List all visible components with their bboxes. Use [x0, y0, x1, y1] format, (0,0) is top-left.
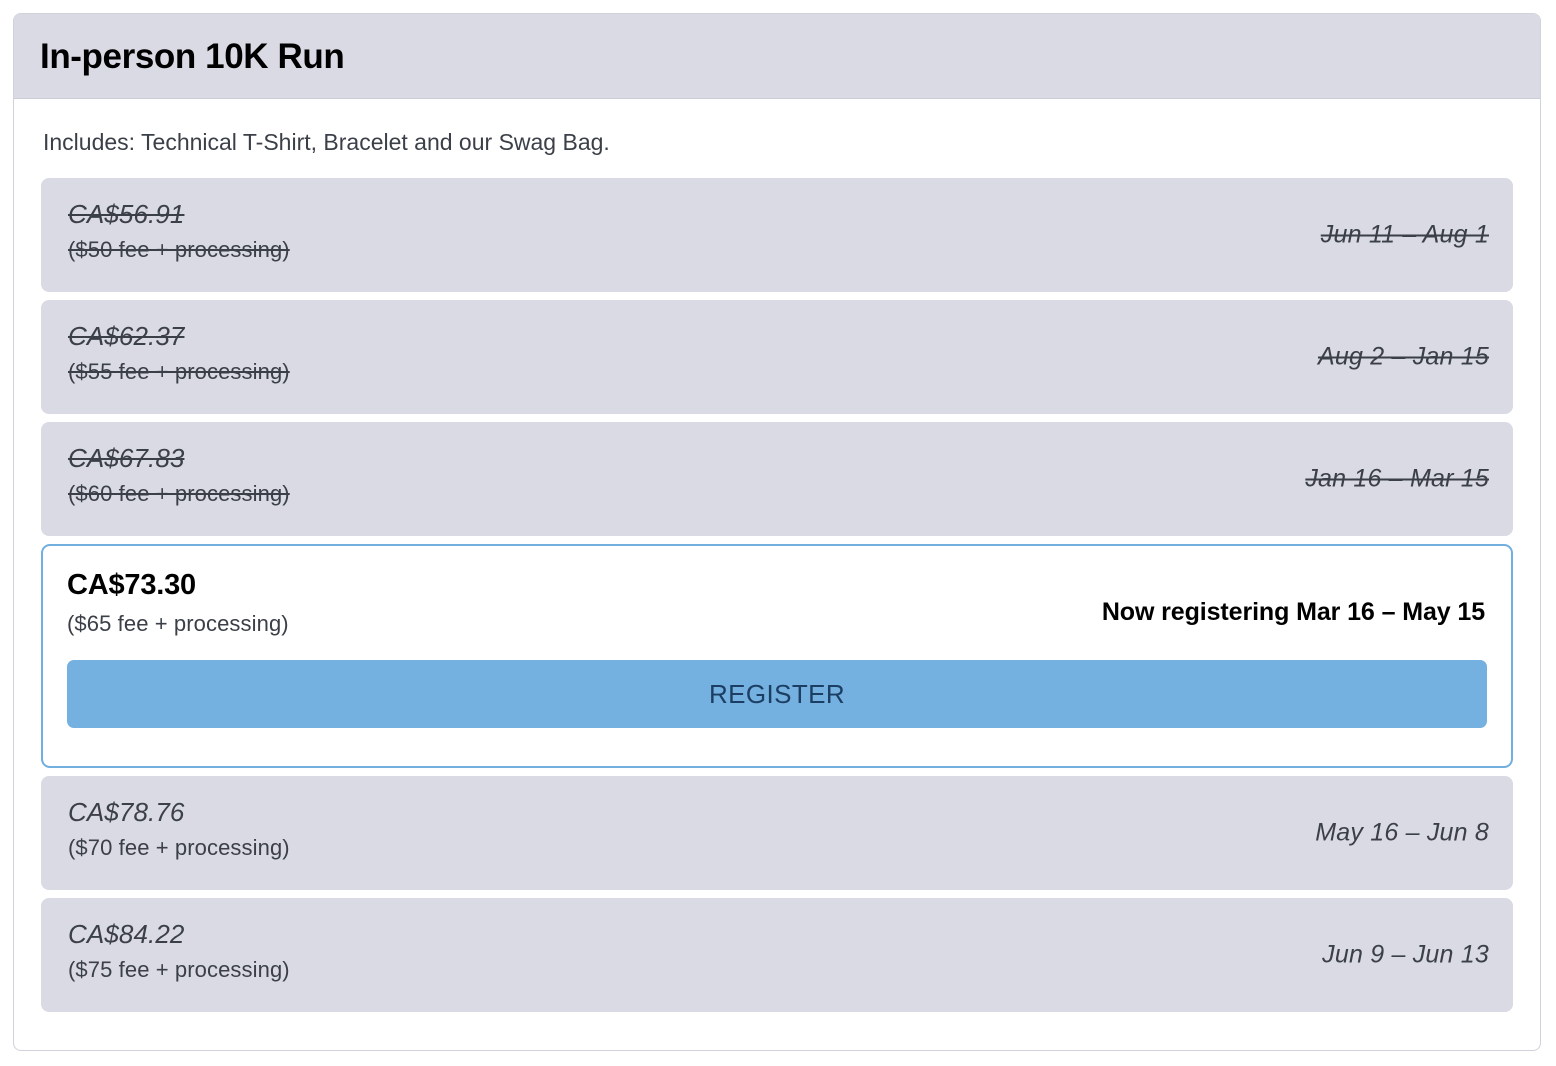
now-registering-label: Now registering Mar 16 – May 15: [1101, 597, 1485, 626]
tier-date-range: Jun 9 – Jun 13: [1322, 940, 1489, 969]
tier-date-range: May 16 – Jun 8: [1315, 818, 1489, 847]
includes-description: Includes: Technical T-Shirt, Bracelet an…: [43, 129, 610, 155]
pricing-tier-list: CA$56.91 ($50 fee + processing) Jun 11 –…: [41, 177, 1513, 1012]
tier-price: CA$56.91: [68, 198, 185, 229]
pricing-tier-row[interactable]: CA$78.76 ($70 fee + processing) May 16 –…: [41, 775, 1513, 890]
pricing-tier-row[interactable]: CA$67.83 ($60 fee + processing) Jan 16 –…: [41, 421, 1513, 536]
active-tier-summary: CA$73.30 ($65 fee + processing) Now regi…: [67, 568, 1487, 654]
tier-fee-note: ($60 fee + processing): [68, 481, 290, 507]
pricing-tier-row[interactable]: CA$56.91 ($50 fee + processing) Jun 11 –…: [41, 177, 1513, 292]
tier-price: CA$62.37: [68, 320, 185, 351]
price-block: CA$56.91 ($50 fee + processing): [68, 198, 290, 265]
page-title: In-person 10K Run: [40, 36, 345, 76]
tier-fee-note: ($75 fee + processing): [68, 957, 290, 983]
pricing-tier-row[interactable]: CA$84.22 ($75 fee + processing) Jun 9 – …: [41, 897, 1513, 1012]
tier-fee-note: ($55 fee + processing): [68, 359, 290, 385]
event-registration-card: In-person 10K Run Includes: Technical T-…: [13, 13, 1541, 1051]
pricing-tier-row-active[interactable]: CA$73.30 ($65 fee + processing) Now regi…: [41, 543, 1513, 768]
tier-price: CA$67.83: [68, 442, 185, 473]
tier-date-range: Jun 11 – Aug 1: [1320, 220, 1489, 249]
price-block: CA$67.83 ($60 fee + processing): [68, 442, 290, 509]
register-button[interactable]: REGISTER: [67, 659, 1487, 728]
price-block: CA$62.37 ($55 fee + processing): [68, 320, 290, 387]
tier-fee-note: ($50 fee + processing): [68, 237, 290, 263]
tier-price: CA$73.30: [67, 568, 196, 601]
card-header: In-person 10K Run: [14, 14, 1540, 99]
tier-date-range: Aug 2 – Jan 15: [1318, 342, 1489, 371]
price-block: CA$84.22 ($75 fee + processing): [68, 918, 290, 985]
price-block: CA$78.76 ($70 fee + processing): [68, 796, 290, 863]
tier-price: CA$84.22: [68, 918, 185, 949]
tier-fee-note: ($70 fee + processing): [68, 835, 290, 861]
tier-fee-note: ($65 fee + processing): [67, 611, 289, 637]
price-block: CA$73.30 ($65 fee + processing): [67, 568, 289, 639]
card-body: Includes: Technical T-Shirt, Bracelet an…: [14, 99, 1540, 1036]
tier-date-range: Jan 16 – Mar 15: [1305, 464, 1489, 493]
tier-price: CA$78.76: [68, 796, 185, 827]
pricing-tier-row[interactable]: CA$62.37 ($55 fee + processing) Aug 2 – …: [41, 299, 1513, 414]
